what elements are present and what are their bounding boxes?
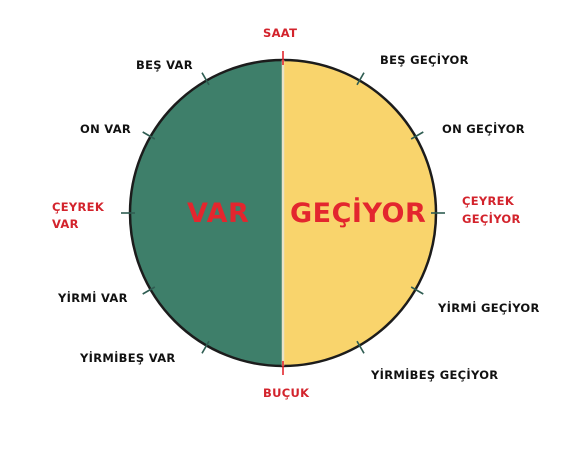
hour-tick <box>356 340 365 354</box>
label-yirmibes-geciyor: YİRMİBEŞ GEÇİYOR <box>371 368 499 382</box>
hour-tick <box>201 72 210 86</box>
label-yirmi-var: YİRMİ VAR <box>58 291 128 305</box>
label-bucuk: BUÇUK <box>263 386 310 400</box>
label-on-geciyor: ON GEÇİYOR <box>442 122 525 136</box>
var-heading: VAR <box>187 198 250 229</box>
label-bes-var: BEŞ VAR <box>136 58 193 72</box>
hour-tick <box>201 340 210 354</box>
var-half <box>130 60 283 366</box>
hour-tick <box>356 72 365 86</box>
label-ceyrek-var-line1: ÇEYREK <box>52 200 105 214</box>
geciyor-half <box>283 60 436 366</box>
label-yirmibes-var: YİRMİBEŞ VAR <box>80 351 176 365</box>
label-ceyrek-geciyor-line1: ÇEYREK <box>462 194 515 208</box>
label-bes-geciyor: BEŞ GEÇİYOR <box>380 53 469 67</box>
label-on-var: ON VAR <box>80 122 132 136</box>
hour-tick <box>142 131 156 140</box>
hour-tick <box>142 286 156 295</box>
label-yirmi-geciyor: YİRMİ GEÇİYOR <box>438 301 540 315</box>
hour-tick <box>410 286 424 295</box>
hour-ticks <box>121 51 445 375</box>
hour-tick <box>410 131 424 140</box>
geciyor-heading: GEÇİYOR <box>290 198 427 229</box>
label-ceyrek-geciyor-line2: GEÇİYOR <box>462 212 521 226</box>
label-saat: SAAT <box>263 26 298 40</box>
label-ceyrek-var-line2: VAR <box>52 217 79 231</box>
